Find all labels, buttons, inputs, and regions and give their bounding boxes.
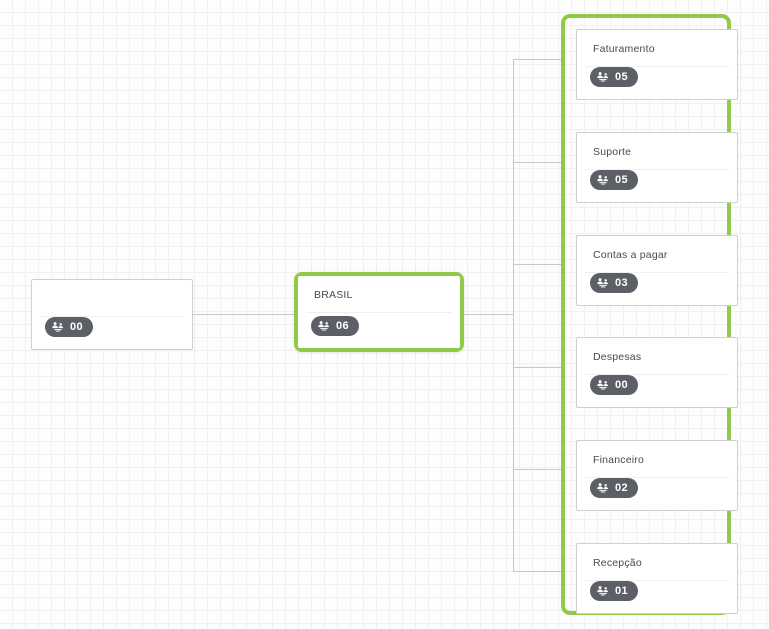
users-group-icon [597, 586, 609, 596]
connector-branch-4 [513, 367, 563, 368]
org-node-department-member-badge[interactable]: 01 [590, 581, 639, 601]
org-node-department-title: Faturamento [593, 43, 655, 55]
connector-branch-3 [513, 264, 563, 265]
org-node-department-member-count: 03 [615, 276, 629, 289]
org-node-department[interactable]: Financeiro 02 [576, 440, 738, 511]
org-node-department-member-count: 00 [615, 378, 629, 391]
org-node-brasil-selection[interactable]: BRASIL 06 [294, 272, 464, 352]
connector-branch-1 [513, 59, 563, 60]
org-node-department-title: Suporte [593, 146, 632, 158]
org-node-department-member-count: 01 [615, 584, 629, 597]
department-group-selection[interactable]: Faturamento 05 Suporte [561, 14, 738, 615]
org-node-department[interactable]: Recepção 01 [576, 543, 738, 614]
org-node-department-title: Financeiro [593, 454, 645, 466]
connector-branch-2 [513, 162, 563, 163]
org-node-department-member-count: 02 [615, 481, 629, 494]
org-node-department-member-badge[interactable]: 02 [590, 478, 639, 498]
org-node-department-title: Recepção [593, 557, 642, 569]
connector-root-to-brasil [193, 314, 294, 315]
users-group-icon [597, 483, 609, 493]
org-node-department-title: Despesas [593, 351, 642, 363]
org-node-root-member-badge[interactable]: 00 [45, 317, 94, 337]
users-group-icon [597, 278, 609, 288]
org-node-brasil-title: BRASIL [314, 289, 353, 301]
org-node-department-divider [585, 169, 729, 170]
org-node-root-member-count: 00 [70, 320, 84, 333]
org-node-root-divider [40, 316, 184, 317]
org-node-department-divider [585, 374, 729, 375]
org-node-department-title: Contas a pagar [593, 249, 668, 261]
connector-branch-6 [513, 571, 563, 572]
org-node-department-member-count: 05 [615, 70, 629, 83]
connector-trunk-vertical [513, 59, 514, 572]
users-group-icon [318, 321, 330, 331]
org-node-department[interactable]: Faturamento 05 [576, 29, 738, 100]
org-node-department-member-badge[interactable]: 05 [590, 170, 639, 190]
org-node-department-member-count: 05 [615, 173, 629, 186]
connector-brasil-to-trunk [464, 314, 514, 315]
org-node-brasil-divider [306, 312, 452, 313]
org-node-department-member-badge[interactable]: 03 [590, 273, 639, 293]
users-group-icon [597, 380, 609, 390]
org-node-department-divider [585, 580, 729, 581]
org-node-department-divider [585, 272, 729, 273]
org-node-department-divider [585, 477, 729, 478]
org-node-root[interactable]: 00 [31, 279, 193, 350]
org-node-brasil-member-count: 06 [336, 319, 350, 332]
org-node-brasil-member-badge[interactable]: 06 [311, 316, 360, 336]
connector-branch-5 [513, 469, 563, 470]
users-group-icon [597, 72, 609, 82]
users-group-icon [597, 175, 609, 185]
users-group-icon [52, 322, 64, 332]
org-node-department-divider [585, 66, 729, 67]
org-node-department-member-badge[interactable]: 00 [590, 375, 639, 395]
org-node-department[interactable]: Suporte 05 [576, 132, 738, 203]
org-node-department[interactable]: Despesas 00 [576, 337, 738, 408]
org-node-brasil[interactable]: BRASIL 06 [298, 276, 460, 348]
org-node-department-member-badge[interactable]: 05 [590, 67, 639, 87]
org-node-department[interactable]: Contas a pagar 03 [576, 235, 738, 306]
